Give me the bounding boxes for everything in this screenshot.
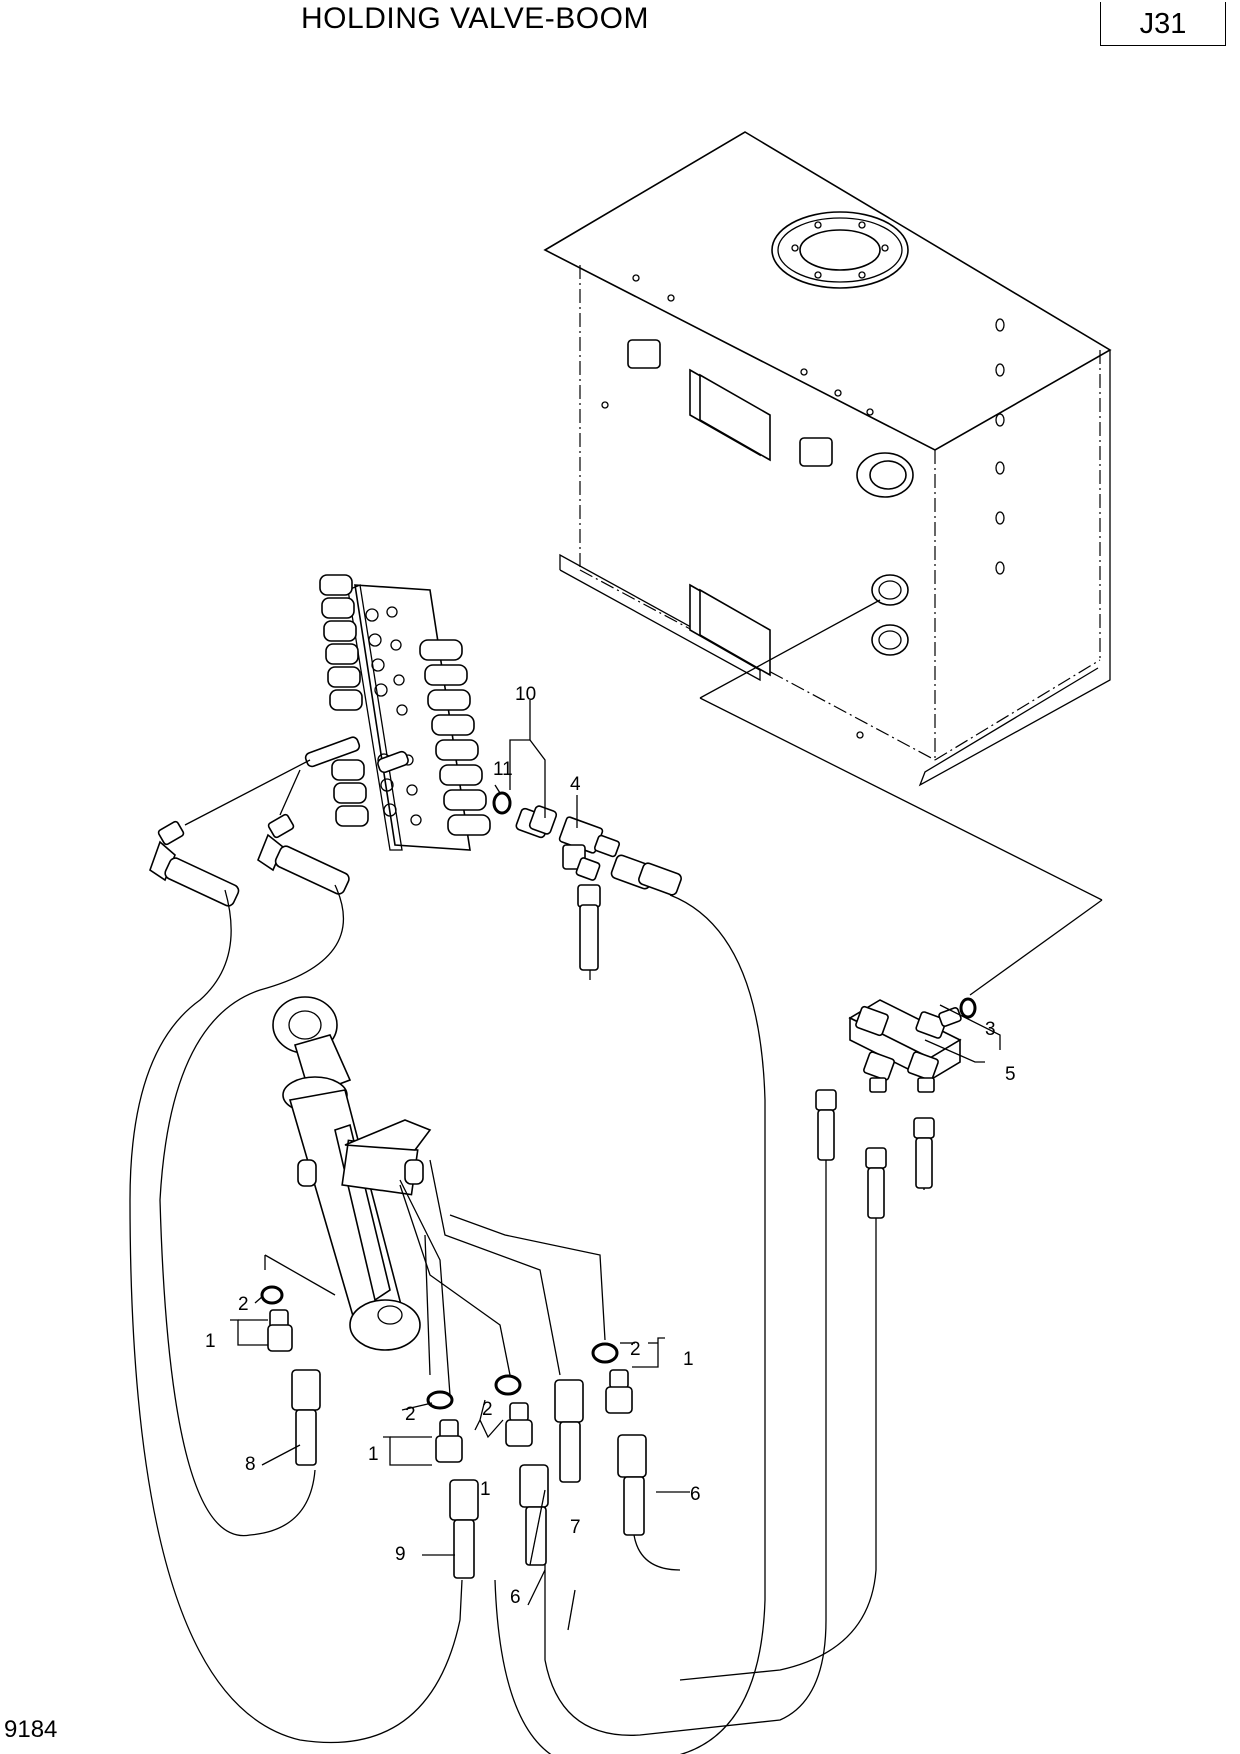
o-ring-2b xyxy=(426,1390,454,1410)
boom-cylinder xyxy=(272,996,432,1351)
callout-2b: 2 xyxy=(405,1404,416,1425)
callout-2a: 2 xyxy=(238,1294,249,1315)
holding-valve-block xyxy=(848,997,977,1093)
right-hoses xyxy=(544,1089,935,1736)
callout-8: 8 xyxy=(245,1454,256,1475)
top-fittings xyxy=(492,791,682,971)
callout-1b: 1 xyxy=(368,1444,379,1465)
callout-1c: 1 xyxy=(480,1479,491,1500)
drawing-number: 9184 xyxy=(4,1716,58,1743)
callout-9: 9 xyxy=(395,1544,406,1565)
callout-11: 11 xyxy=(493,759,513,780)
o-ring-2c xyxy=(494,1374,522,1396)
callout-4: 4 xyxy=(570,774,581,795)
o-ring-2d xyxy=(591,1342,619,1364)
callout-6b: 6 xyxy=(690,1484,701,1505)
callout-leaders xyxy=(230,700,1001,1631)
valve-spools-right xyxy=(419,639,491,836)
callout-1a: 1 xyxy=(205,1331,216,1352)
callout-1d: 1 xyxy=(683,1349,694,1370)
control-valve xyxy=(304,574,491,851)
callout-labels: 10 11 4 3 5 2 1 8 2 1 2 1 2 1 9 6 6 7 xyxy=(205,684,1016,1608)
hose-routing xyxy=(129,884,766,1754)
callout-7: 7 xyxy=(570,1517,581,1538)
valve-pipes xyxy=(149,759,350,907)
callout-10: 10 xyxy=(515,684,536,705)
callout-3: 3 xyxy=(985,1019,996,1040)
callout-2c: 2 xyxy=(482,1399,493,1420)
diagram-title: HOLDING VALVE-BOOM xyxy=(301,2,649,35)
o-ring-2a xyxy=(260,1285,284,1305)
valve-spools-left xyxy=(319,574,369,827)
lower-fittings xyxy=(260,1285,647,1579)
tank-housing xyxy=(543,131,1112,996)
callout-6a: 6 xyxy=(510,1587,521,1608)
callout-2d: 2 xyxy=(630,1339,641,1360)
callout-5: 5 xyxy=(1005,1064,1016,1085)
page-code-box: J31 xyxy=(1100,2,1226,46)
o-ring-11 xyxy=(492,791,512,815)
o-ring-3 xyxy=(959,997,977,1019)
